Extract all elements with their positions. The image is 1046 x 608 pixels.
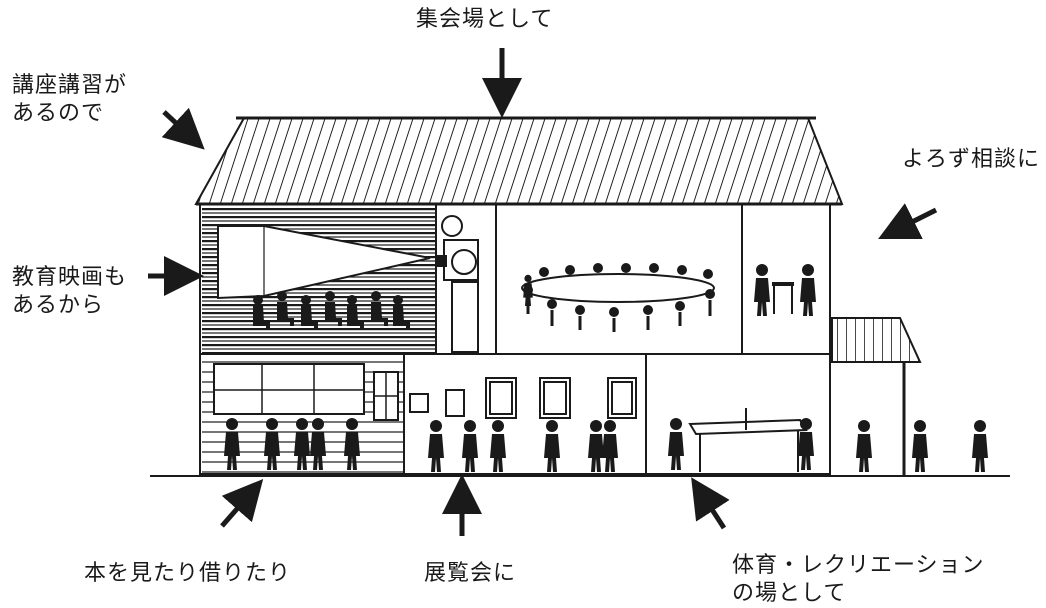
library-room <box>202 356 404 474</box>
meeting-room <box>521 263 715 332</box>
arrow-top-left <box>161 107 205 150</box>
consultation-room <box>754 264 816 316</box>
arrows <box>148 48 938 536</box>
arrow-bottom-right <box>691 477 730 530</box>
recreation-room <box>668 408 814 472</box>
entrance-awning <box>829 317 988 476</box>
cinema-room <box>202 206 436 354</box>
arrow-bottom-left <box>220 478 264 528</box>
exhibition-room <box>409 377 637 419</box>
label-consultation: よろず相談に <box>902 147 1041 172</box>
label-lectures: 講座講習が あるので <box>12 73 128 126</box>
arrow-top-right <box>878 203 938 239</box>
label-assembly-hall: 集会場として <box>416 7 554 32</box>
label-educational-films: 教育映画も あるから <box>12 265 128 318</box>
label-library: 本を見たり借りたり <box>84 561 292 586</box>
roof <box>194 116 844 206</box>
projector-room <box>435 215 479 353</box>
label-recreation: 体育・レクリエーション の場として <box>732 553 985 606</box>
label-exhibition: 展覧会に <box>424 561 517 586</box>
